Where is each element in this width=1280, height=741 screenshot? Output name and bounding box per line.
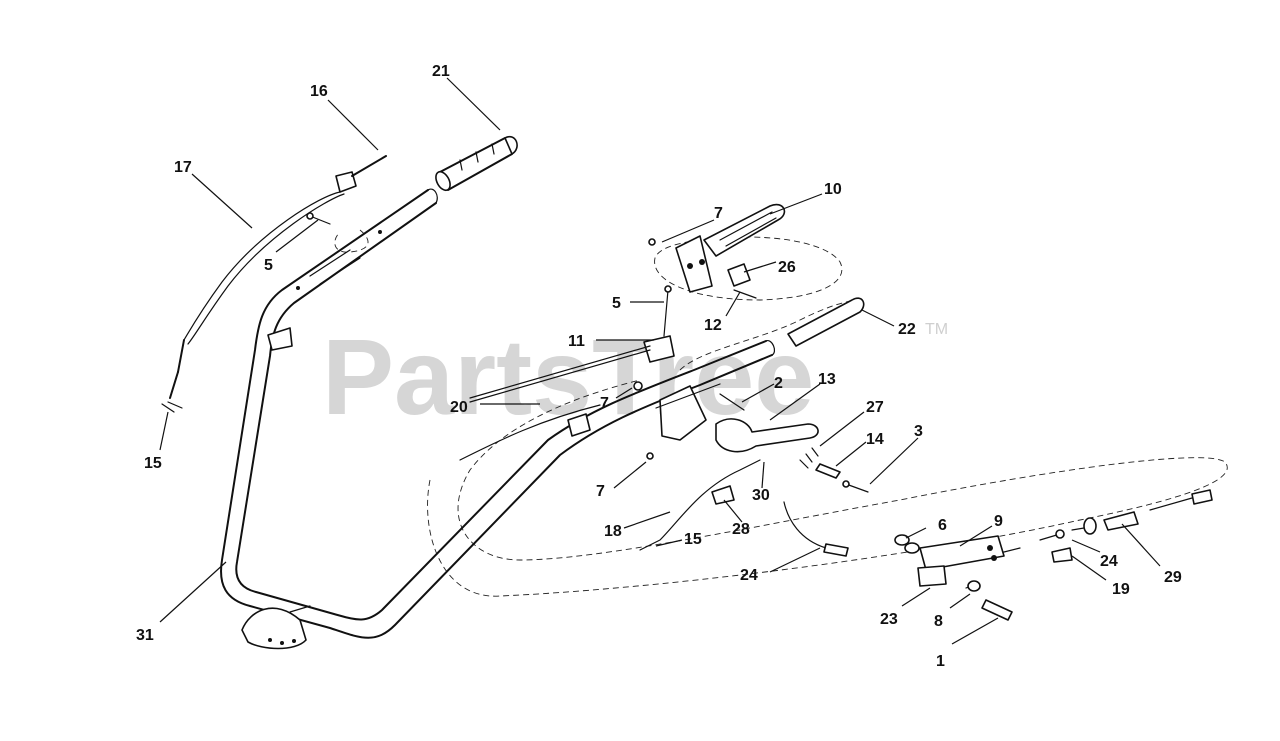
callout-17: 17 bbox=[174, 159, 192, 176]
control-assembly bbox=[459, 203, 1213, 621]
watermark-text: PartsTree bbox=[322, 316, 814, 437]
leader-lines bbox=[159, 77, 1161, 645]
callout-26: 26 bbox=[778, 259, 796, 276]
callout-24-right: 24 bbox=[1100, 553, 1118, 570]
callout-19: 19 bbox=[1112, 581, 1130, 598]
callout-23: 23 bbox=[880, 611, 898, 628]
callout-1: 1 bbox=[936, 653, 945, 670]
callout-3: 3 bbox=[914, 423, 923, 440]
callout-6: 6 bbox=[938, 517, 947, 534]
callout-9: 9 bbox=[994, 513, 1003, 530]
callout-29: 29 bbox=[1164, 569, 1182, 586]
callout-24-lower: 24 bbox=[740, 567, 758, 584]
callout-labels: 21 16 17 5 15 31 10 7 26 5 12 22 11 2 13… bbox=[136, 63, 1182, 670]
callout-20: 20 bbox=[450, 399, 468, 416]
left-grip-assembly bbox=[161, 135, 518, 413]
callout-15-lower: 15 bbox=[684, 531, 702, 548]
handle-frame bbox=[220, 188, 776, 650]
callout-18: 18 bbox=[604, 523, 622, 540]
callout-14: 14 bbox=[866, 431, 884, 448]
callout-13: 13 bbox=[818, 371, 836, 388]
callout-11: 11 bbox=[568, 333, 585, 350]
callout-27: 27 bbox=[866, 399, 884, 416]
callout-7-lower: 7 bbox=[596, 483, 605, 500]
callout-7-middle: 7 bbox=[600, 395, 609, 412]
callout-8: 8 bbox=[934, 613, 943, 630]
callout-5-left: 5 bbox=[264, 257, 273, 274]
callout-16: 16 bbox=[310, 83, 328, 100]
callout-22: 22 bbox=[898, 321, 916, 338]
callout-15-left: 15 bbox=[144, 455, 162, 472]
callout-2: 2 bbox=[774, 375, 783, 392]
watermark-trademark: TM bbox=[925, 321, 948, 338]
callout-31: 31 bbox=[136, 627, 154, 644]
callout-10: 10 bbox=[824, 181, 842, 198]
callout-28: 28 bbox=[732, 521, 750, 538]
callout-7-top: 7 bbox=[714, 205, 723, 222]
callout-5-middle: 5 bbox=[612, 295, 621, 312]
callout-30: 30 bbox=[752, 487, 770, 504]
callout-21: 21 bbox=[432, 63, 450, 80]
callout-12: 12 bbox=[704, 317, 722, 334]
watermark: PartsTree TM bbox=[322, 316, 948, 437]
